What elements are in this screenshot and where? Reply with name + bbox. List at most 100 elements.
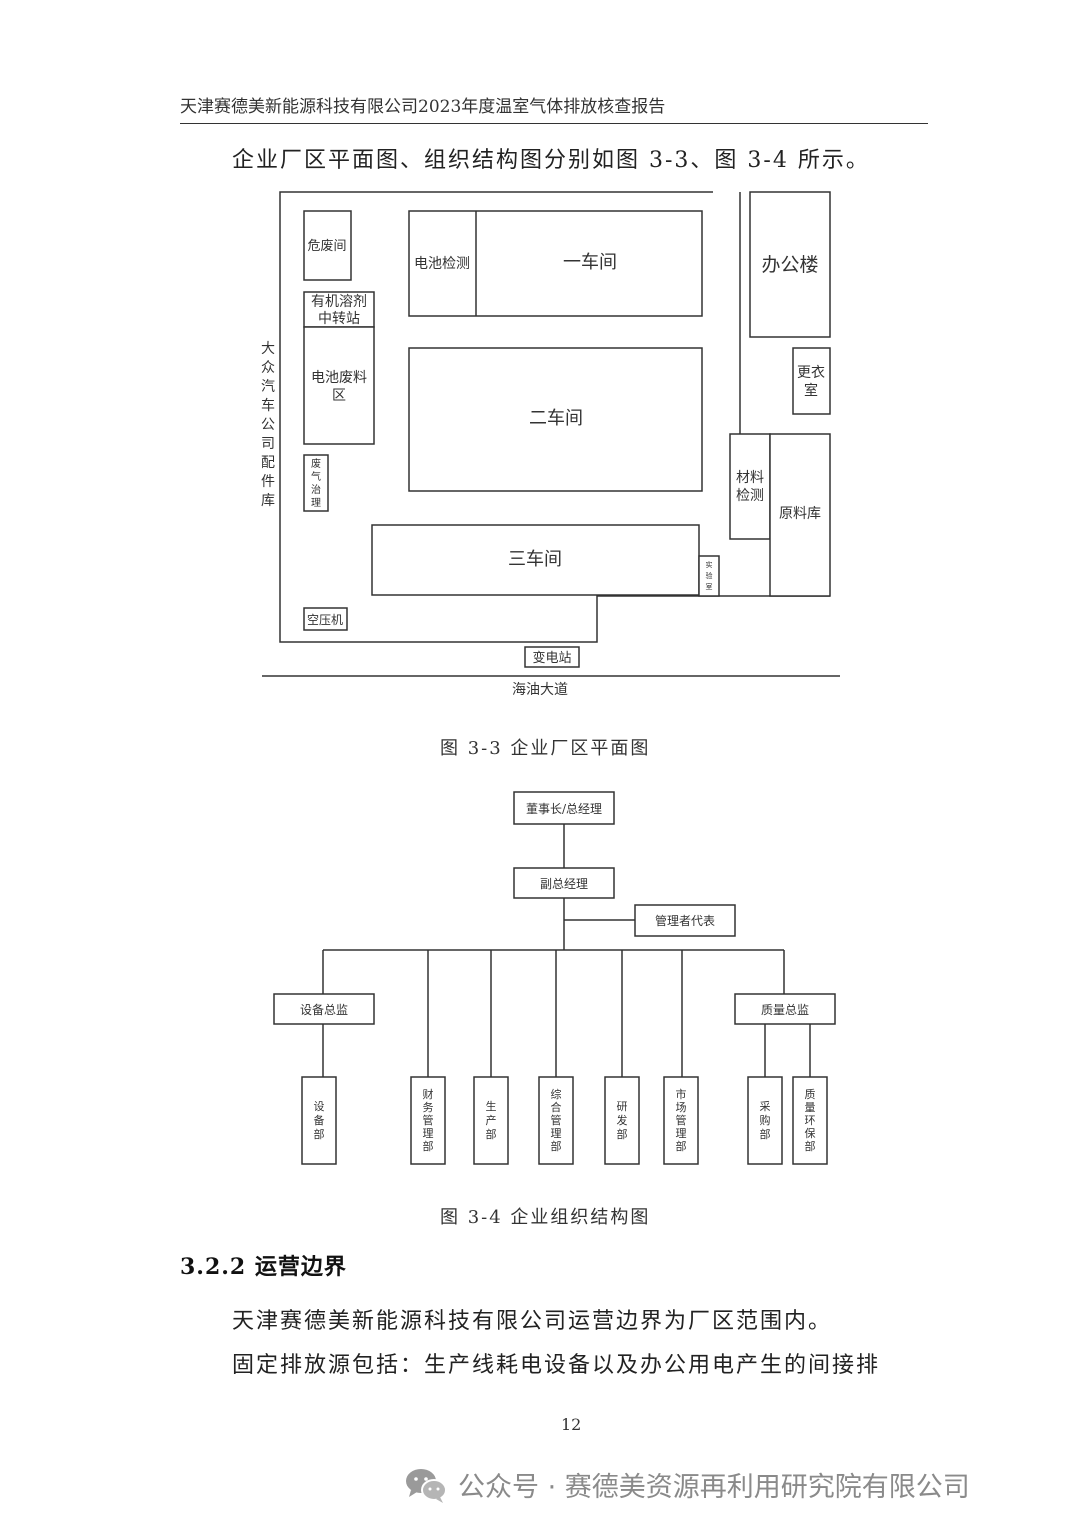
compressor-label: 空压机 <box>307 613 343 627</box>
battery-waste-label-1: 电池废料 <box>311 370 367 386</box>
quality-director-box <box>734 993 836 1025</box>
svg-text:部: 部 <box>486 1127 497 1141</box>
svg-text:合: 合 <box>551 1100 562 1114</box>
material-test-label-1: 材料 <box>736 470 764 486</box>
svg-text:部: 部 <box>423 1139 434 1153</box>
svg-text:部: 部 <box>760 1127 771 1141</box>
svg-text:市: 市 <box>676 1087 687 1101</box>
exhaust-label-1: 废 <box>311 457 321 470</box>
vice-gm-label: 副总经理 <box>540 877 588 891</box>
report-header: 天津赛德美新能源科技有限公司2023年度温室气体排放核查报告 <box>180 97 666 117</box>
svg-text:研: 研 <box>617 1100 628 1113</box>
exhaust-treatment <box>303 454 329 512</box>
substation-label: 变电站 <box>532 650 571 666</box>
solvent-label-1: 有机溶剂 <box>311 294 367 310</box>
lab-label-3: 室 <box>706 582 713 591</box>
svg-text:理: 理 <box>551 1127 562 1140</box>
dept-production: 生 产 部 <box>473 1076 509 1165</box>
svg-text:理: 理 <box>423 1127 434 1140</box>
svg-text:综: 综 <box>551 1087 562 1101</box>
svg-text:管: 管 <box>551 1113 562 1127</box>
lab-label-1: 实 <box>706 560 713 569</box>
svg-text:部: 部 <box>551 1139 562 1153</box>
svg-text:配: 配 <box>261 455 275 471</box>
office-label: 办公楼 <box>761 254 818 276</box>
svg-text:理: 理 <box>676 1127 687 1140</box>
footer-text: 公众号 · 赛德美资源再利用研究院有限公司 <box>458 1472 970 1503</box>
svg-text:汽: 汽 <box>261 379 275 395</box>
exhaust-label-4: 理 <box>311 497 321 509</box>
svg-text:司: 司 <box>261 436 275 452</box>
svg-text:管: 管 <box>676 1113 687 1127</box>
hazardous-waste-room <box>303 210 352 281</box>
locker-label-2: 室 <box>804 382 818 399</box>
raw-material-storage <box>769 433 831 597</box>
solvent-label-2: 中转站 <box>318 311 360 327</box>
svg-text:质: 质 <box>805 1088 816 1101</box>
dept-general-admin: 综 合 管 理 部 <box>538 1076 574 1165</box>
locker-label-1: 更衣 <box>797 365 825 381</box>
svg-text:产: 产 <box>486 1113 497 1127</box>
hazardous-waste-label: 危废间 <box>307 238 346 254</box>
svg-text:财: 财 <box>423 1087 434 1101</box>
intro-paragraph: 企业厂区平面图、组织结构图分别如图 3-3、图 3-4 所示。 <box>232 148 870 173</box>
svg-text:部: 部 <box>617 1127 628 1141</box>
quality-director-label: 质量总监 <box>761 1003 809 1017</box>
battery-waste-area <box>303 326 375 445</box>
svg-text:采: 采 <box>760 1100 771 1113</box>
lab-label-2: 验 <box>706 571 713 580</box>
svg-text:管: 管 <box>423 1113 434 1127</box>
svg-text:保: 保 <box>805 1126 816 1140</box>
floorplan-caption: 图 3-3 企业厂区平面图 <box>440 738 651 759</box>
locker-room <box>792 347 831 415</box>
equipment-director-label: 设备总监 <box>300 1003 348 1017</box>
management-rep-label: 管理者代表 <box>655 913 715 928</box>
dept-finance: 财 务 管 理 部 <box>410 1076 446 1165</box>
workshop-1-label: 一车间 <box>563 252 617 273</box>
dept-market: 市 场 管 理 部 <box>663 1076 699 1165</box>
svg-text:务: 务 <box>423 1101 434 1114</box>
svg-text:生: 生 <box>486 1099 497 1113</box>
material-test-label-2: 检测 <box>736 488 764 504</box>
section-heading: 3.2.2 运营边界 <box>180 1254 347 1280</box>
management-rep-box <box>634 904 736 937</box>
workshop-3-label: 三车间 <box>508 549 562 570</box>
section-paragraph-1: 天津赛德美新能源科技有限公司运营边界为厂区范围内。 <box>232 1309 833 1334</box>
svg-text:库: 库 <box>261 493 275 509</box>
dept-procurement: 采 购 部 <box>747 1076 783 1165</box>
svg-text:众: 众 <box>261 360 275 376</box>
dept-equipment: 设 备 部 <box>301 1076 337 1165</box>
svg-text:发: 发 <box>617 1113 628 1127</box>
wechat-footer: 公众号 · 赛德美资源再利用研究院有限公司 <box>404 1465 970 1504</box>
svg-text:备: 备 <box>314 1113 325 1127</box>
substation <box>524 646 580 668</box>
svg-text:部: 部 <box>676 1139 687 1153</box>
section-paragraph-2: 固定排放源包括：生产线耗电设备以及办公用电产生的间接排 <box>232 1353 881 1378</box>
vice-gm-box <box>513 867 615 899</box>
svg-text:件: 件 <box>261 474 275 490</box>
header-divider <box>180 123 928 124</box>
equipment-director-box <box>273 993 375 1025</box>
chairman-box <box>513 791 615 825</box>
dept-rnd: 研 发 部 <box>604 1076 640 1165</box>
laboratory <box>698 555 720 597</box>
neighbor-label: 大 众 汽 车 公 司 配 件 库 <box>261 341 275 509</box>
svg-text:部: 部 <box>314 1127 325 1141</box>
workshop-3 <box>371 524 700 596</box>
svg-text:大: 大 <box>261 341 275 357</box>
page-number: 12 <box>561 1415 582 1434</box>
svg-text:公: 公 <box>261 417 275 433</box>
exhaust-label-3: 治 <box>311 483 321 496</box>
svg-text:环: 环 <box>805 1114 816 1127</box>
road-label: 海油大道 <box>512 682 568 698</box>
wechat-icon <box>406 1468 447 1503</box>
workshop-1-block <box>408 210 703 317</box>
air-compressor <box>303 607 348 631</box>
chairman-label: 董事长/总经理 <box>526 802 602 816</box>
exhaust-label-2: 气 <box>311 470 321 483</box>
svg-text:量: 量 <box>805 1101 816 1114</box>
raw-storage-label: 原料库 <box>779 506 821 522</box>
svg-text:场: 场 <box>676 1100 687 1114</box>
orgchart-caption: 图 3-4 企业组织结构图 <box>440 1207 651 1228</box>
workshop-2-label: 二车间 <box>529 408 583 429</box>
